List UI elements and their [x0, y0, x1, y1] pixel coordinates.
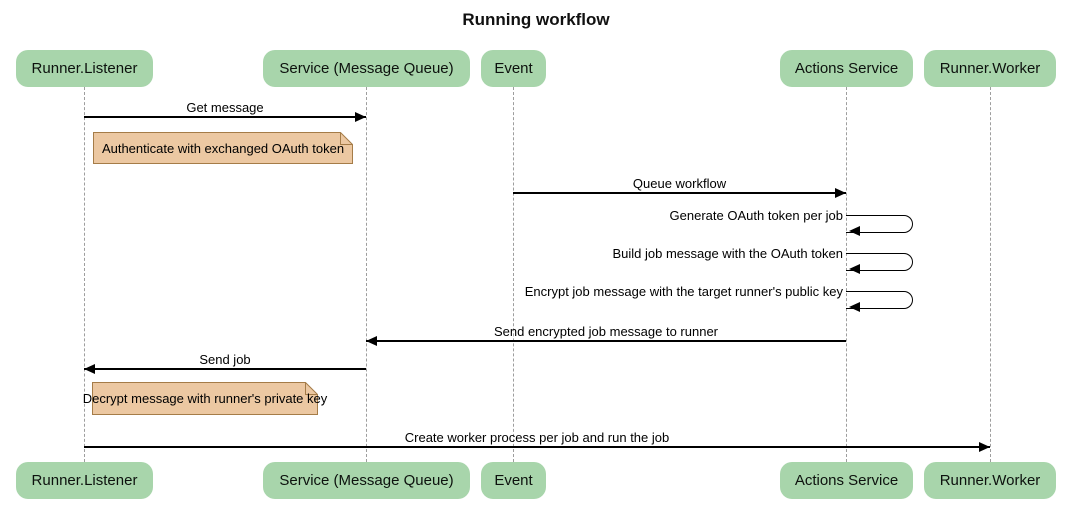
actor-label: Actions Service — [794, 472, 899, 489]
actor-label: Runner.Listener — [31, 472, 138, 489]
arrowhead-left — [849, 226, 860, 236]
actor-label: Runner.Worker — [939, 60, 1041, 77]
arrowhead-right — [355, 112, 366, 122]
lifeline-actions-service — [846, 87, 847, 462]
actor-label: Service (Message Queue) — [279, 60, 454, 77]
self-loop — [846, 215, 913, 233]
actor-label: Runner.Worker — [939, 472, 1041, 489]
lifeline-event — [513, 87, 514, 462]
self-loop — [846, 291, 913, 309]
actor-bottom-runner-worker: Runner.Worker — [924, 462, 1056, 499]
message-line — [84, 368, 366, 370]
actor-top-runner-listener: Runner.Listener — [16, 50, 153, 87]
note-decrypt: Decrypt message with runner's private ke… — [82, 382, 328, 415]
message-label-create-worker: Create worker process per job and run th… — [404, 430, 670, 445]
note-text: Authenticate with exchanged OAuth token — [101, 140, 345, 156]
actor-top-actions-service: Actions Service — [780, 50, 913, 87]
message-line — [84, 446, 990, 448]
note-authenticate: Authenticate with exchanged OAuth token — [93, 132, 353, 164]
actor-label: Actions Service — [794, 60, 899, 77]
arrowhead-left — [849, 302, 860, 312]
actor-label: Event — [494, 472, 533, 489]
actor-top-runner-worker: Runner.Worker — [924, 50, 1056, 87]
note-shape — [93, 132, 353, 164]
lifeline-service-message-queue — [366, 87, 367, 462]
note-text: Decrypt message with runner's private ke… — [82, 391, 328, 406]
actor-bottom-runner-listener: Runner.Listener — [16, 462, 153, 499]
message-label-build-job-message: Build job message with the OAuth token — [612, 246, 843, 261]
note-shape — [92, 382, 318, 415]
diagram-title: Running workflow — [462, 10, 610, 29]
arrowhead-left — [366, 336, 377, 346]
message-label-queue-workflow: Queue workflow — [632, 176, 727, 191]
actor-bottom-service-message-queue: Service (Message Queue) — [263, 462, 470, 499]
lifeline-runner-worker — [990, 87, 991, 462]
message-label-encrypt-job-message: Encrypt job message with the target runn… — [524, 284, 843, 299]
arrowhead-left — [849, 264, 860, 274]
arrowhead-right — [979, 442, 990, 452]
actor-label: Runner.Listener — [31, 60, 138, 77]
actor-bottom-actions-service: Actions Service — [780, 462, 913, 499]
self-loop — [846, 253, 913, 271]
actor-top-service-message-queue: Service (Message Queue) — [263, 50, 470, 87]
actor-bottom-event: Event — [481, 462, 546, 499]
message-line — [84, 116, 366, 118]
message-label-send-encrypted: Send encrypted job message to runner — [493, 324, 719, 339]
arrowhead-left — [84, 364, 95, 374]
message-line — [366, 340, 846, 342]
lifeline-runner-listener — [84, 87, 85, 462]
message-label-generate-oauth: Generate OAuth token per job — [669, 208, 843, 223]
message-label-get-message: Get message — [186, 100, 264, 115]
message-label-send-job: Send job — [199, 352, 251, 367]
actor-label: Event — [494, 60, 533, 77]
message-line — [513, 192, 846, 194]
actor-top-event: Event — [481, 50, 546, 87]
actor-label: Service (Message Queue) — [279, 472, 454, 489]
arrowhead-right — [835, 188, 846, 198]
